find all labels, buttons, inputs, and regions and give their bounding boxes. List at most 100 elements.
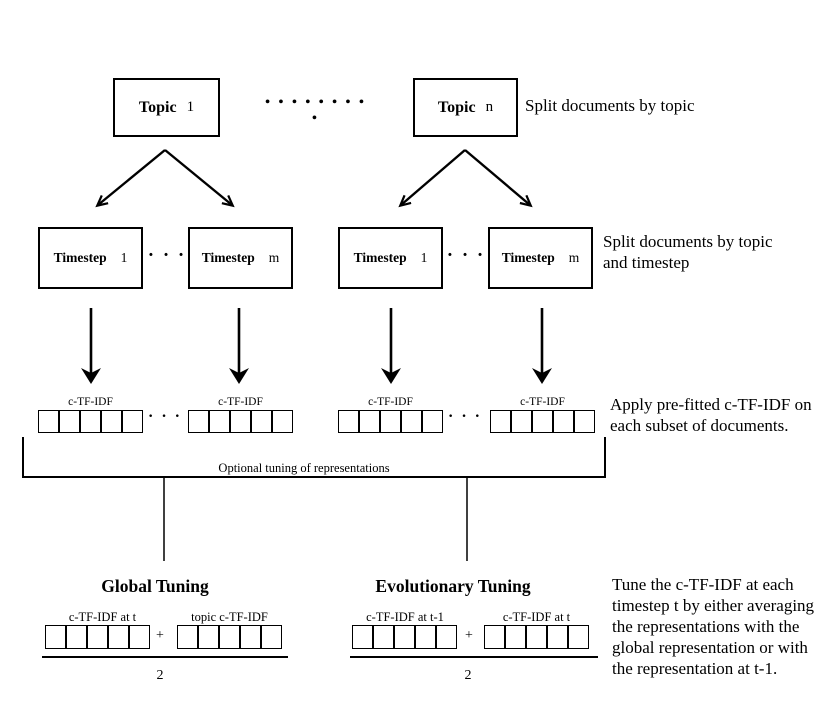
global-plus-operator: + [156, 628, 164, 643]
timestep-label: Timestep [353, 250, 407, 265]
ctfidf-strip-label-3: c-TF-IDF [368, 396, 413, 408]
caption-line: each subset of documents. [610, 416, 789, 435]
global-right-strip-label: topic c-TF-IDF [191, 610, 268, 624]
ctfidf-cell [373, 625, 394, 649]
ctfidf-cell [38, 410, 59, 433]
global-tuning-title: Global Tuning [101, 576, 209, 596]
caption-line: Tune the c-TF-IDF at each [612, 575, 794, 594]
ctfidf-cell [66, 625, 87, 649]
global-denominator: 2 [156, 668, 164, 683]
ctfidf-strip-label-1: c-TF-IDF [68, 396, 113, 408]
topic-box-n-index: n [485, 99, 494, 115]
evolutionary-plus-operator: + [465, 628, 473, 643]
apply-ctfidf-caption: Apply pre-fitted c-TF-IDF on each subset… [610, 394, 812, 436]
evolutionary-left-strip [352, 625, 457, 649]
ctfidf-strip-3 [338, 410, 443, 433]
timestep-label: Timestep [501, 250, 555, 265]
ctfidf-ellipsis-dots-right: · · · [447, 408, 480, 425]
ctfidf-cell [526, 625, 547, 649]
evolutionary-denominator: 2 [464, 668, 472, 683]
ctfidf-cell [188, 410, 209, 433]
topic-box-1-index: 1 [186, 99, 195, 115]
ctfidf-cell [80, 410, 101, 433]
ctfidf-cell [553, 410, 574, 433]
evolutionary-right-strip-label: c-TF-IDF at t [502, 610, 571, 624]
ctfidf-cell [108, 625, 129, 649]
ctfidf-strip-4 [490, 410, 595, 433]
ctfidf-cell [490, 410, 511, 433]
caption-line: timestep t by either averaging [612, 596, 815, 615]
timestep-box-ma: Timestep m [188, 227, 293, 289]
timestep-label: Timestep [201, 250, 255, 265]
ctfidf-cell [422, 410, 443, 433]
caption-line: global representation or with [612, 638, 808, 657]
timestep-ellipsis-dots-left: · · · [147, 245, 185, 266]
ctfidf-cell [59, 410, 80, 433]
ctfidf-cell [568, 625, 589, 649]
caption-line: and timestep [603, 253, 690, 272]
caption-line: Split documents by topic [603, 232, 773, 251]
ctfidf-cell [401, 410, 422, 433]
ctfidf-cell [230, 410, 251, 433]
optional-tuning-bracket [22, 437, 606, 561]
ctfidf-strip-2 [188, 410, 293, 433]
evolutionary-left-strip-label: c-TF-IDF at t-1 [366, 610, 444, 624]
split-by-timestep-caption: Split documents by topic and timestep [603, 231, 773, 273]
ctfidf-cell [394, 625, 415, 649]
ctfidf-cell [352, 625, 373, 649]
split-arrow-topic-n [398, 149, 533, 208]
timestep-ellipsis-dots-right: · · · [446, 245, 484, 266]
ctfidf-cell [261, 625, 282, 649]
ctfidf-cell [87, 625, 108, 649]
ctfidf-ellipsis-dots-left: · · · [147, 408, 180, 425]
ctfidf-cell [532, 410, 553, 433]
ctfidf-cell [380, 410, 401, 433]
optional-tuning-label: Optional tuning of representations [218, 461, 390, 475]
global-right-strip [177, 625, 282, 649]
global-left-strip [45, 625, 150, 649]
caption-line: the representations with the [612, 617, 800, 636]
ctfidf-cell [198, 625, 219, 649]
ctfidf-cell [511, 410, 532, 433]
ctfidf-cell [574, 410, 595, 433]
timestep-box-1b: Timestep 1 [338, 227, 443, 289]
ctfidf-cell [240, 625, 261, 649]
ctfidf-cell [129, 625, 150, 649]
split-arrow-topic-1 [95, 149, 235, 208]
ctfidf-cell [122, 410, 143, 433]
ctfidf-cell [547, 625, 568, 649]
ctfidf-cell [209, 410, 230, 433]
timestep-to-ctfidf-arrows [81, 308, 552, 384]
ctfidf-strip-label-4: c-TF-IDF [520, 396, 565, 408]
timestep-box-1a: Timestep 1 [38, 227, 143, 289]
evolutionary-tuning-title: Evolutionary Tuning [375, 576, 531, 596]
split-by-topic-caption: Split documents by topic [525, 96, 695, 115]
ctfidf-cell [101, 410, 122, 433]
timestep-index: m [268, 250, 280, 265]
ctfidf-cell [484, 625, 505, 649]
ctfidf-cell [359, 410, 380, 433]
caption-line: Apply pre-fitted c-TF-IDF on [610, 395, 812, 414]
timestep-index: 1 [120, 250, 128, 265]
topic-box-n-label: Topic [437, 98, 476, 116]
evolutionary-right-strip [484, 625, 589, 649]
ctfidf-cell [177, 625, 198, 649]
ctfidf-cell [272, 410, 293, 433]
ctfidf-strip-1 [38, 410, 143, 433]
topic-box-1-label: Topic [138, 98, 177, 116]
timestep-label: Timestep [53, 250, 107, 265]
topic-box-n: Topic n [413, 78, 518, 137]
topic-ellipsis-dots: • • • • • • • • • [265, 95, 365, 126]
global-left-strip-label: c-TF-IDF at t [68, 610, 137, 624]
ctfidf-cell [505, 625, 526, 649]
ctfidf-cell [415, 625, 436, 649]
ctfidf-cell [338, 410, 359, 433]
ctfidf-strip-label-2: c-TF-IDF [218, 396, 263, 408]
ctfidf-cell [45, 625, 66, 649]
ctfidf-cell [219, 625, 240, 649]
ctfidf-cell [436, 625, 457, 649]
timestep-index: m [568, 250, 580, 265]
timestep-box-mb: Timestep m [488, 227, 593, 289]
tuning-explanation-caption: Tune the c-TF-IDF at each timestep t by … [612, 574, 814, 679]
